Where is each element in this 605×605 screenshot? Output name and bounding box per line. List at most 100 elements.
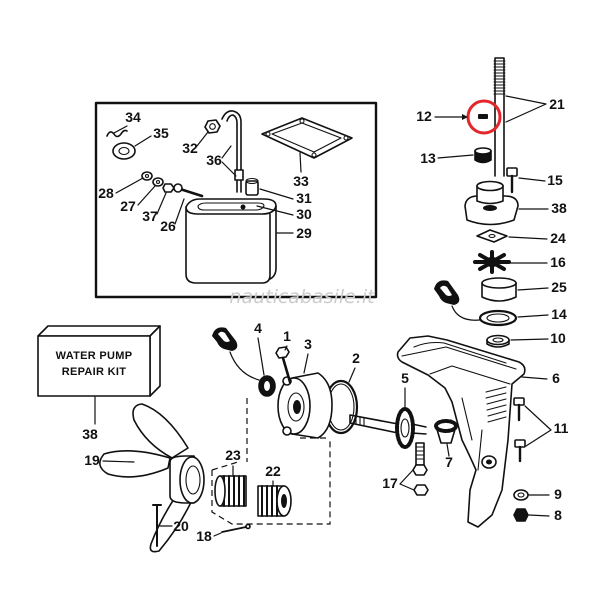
prop-blade-top [132, 403, 189, 459]
part-34-spring [106, 129, 128, 138]
part-16-impeller [473, 250, 511, 274]
plate-hole [311, 152, 317, 158]
callout-33: 33 [293, 173, 309, 189]
bushing-top [474, 147, 492, 155]
nut-hex [204, 119, 221, 134]
leader-28 [115, 177, 144, 194]
dashed-line [211, 438, 331, 525]
callout-8: 8 [554, 507, 562, 523]
leader-25 [517, 287, 549, 291]
leader-34 [113, 125, 128, 134]
ring-inner [486, 313, 510, 323]
gearcase-bore-inner [486, 459, 492, 465]
seal-top [486, 334, 510, 346]
callout-25: 25 [551, 279, 567, 295]
callout-kit-38: 38 [82, 426, 98, 442]
leader-13 [437, 154, 474, 159]
gearcase-plate-inner [413, 341, 507, 364]
part-1-screw [275, 346, 292, 384]
inset-callouts: 34 35 32 36 33 28 27 37 26 31 30 29 [98, 109, 312, 241]
part-20-shear-pin [152, 504, 162, 547]
leader-11 [524, 405, 552, 447]
leader-17 [399, 469, 415, 491]
part-15-screw [506, 167, 518, 194]
callout-1: 1 [283, 328, 291, 344]
tube-inner [226, 114, 238, 193]
clip-highlight [218, 331, 230, 342]
prop-blade-back [99, 450, 171, 478]
shaft-callouts: 12 21 13 15 38 24 16 25 14 10 [416, 96, 567, 346]
bolt-threads [415, 446, 425, 460]
housing-ear [282, 426, 292, 436]
housing-bore [287, 392, 305, 422]
part-36-tube [221, 110, 244, 193]
tank-side [269, 205, 277, 280]
impeller-hub [484, 257, 500, 267]
callout-35: 35 [153, 125, 169, 141]
plate-body [476, 229, 508, 243]
plate-hole [343, 135, 349, 141]
part-38-pump-housing [464, 180, 519, 226]
callout-6: 6 [552, 370, 560, 386]
leader-15 [518, 177, 546, 182]
kit-box-line1: WATER PUMP [56, 350, 133, 362]
gearcase-outline [396, 335, 526, 528]
gearcase-leading-edge [461, 397, 483, 471]
seal-detail-callout-left [212, 327, 260, 381]
part-18-cotter-pin [221, 523, 251, 533]
plate-hole [488, 233, 496, 239]
gearcase-intake-grille [485, 386, 507, 423]
sleeve-top [245, 177, 259, 185]
part-25-liner [481, 277, 517, 302]
housing-hole [293, 400, 301, 414]
part-8-plug [513, 508, 529, 522]
bolt-nut [413, 484, 429, 496]
callout-34: 34 [125, 109, 141, 125]
shaft-stub [411, 423, 427, 435]
part-4-seal [258, 375, 276, 397]
part-6-gearcase [396, 335, 526, 528]
shaft-threads [493, 60, 506, 95]
tube-outer [221, 110, 242, 193]
callout-31: 31 [296, 190, 312, 206]
screw-shank [281, 356, 292, 384]
spring-coil [106, 129, 128, 138]
plug-hex [513, 508, 529, 522]
callout-26: 26 [160, 218, 176, 234]
leader-24 [508, 236, 548, 240]
screw-shank [178, 187, 204, 198]
kit-box-front [37, 335, 151, 397]
gearcase-plate-edge [401, 346, 517, 370]
part-3-bearing-housing [277, 372, 333, 439]
pin-eye [245, 523, 251, 530]
part-22-gear [257, 485, 292, 517]
clip-highlight [440, 285, 452, 296]
callout-37: 37 [142, 208, 158, 224]
callout-22: 22 [265, 463, 281, 479]
washer-ring [141, 171, 153, 181]
leader-7 [446, 443, 450, 457]
leader-4 [257, 337, 265, 376]
callout-3: 3 [304, 336, 312, 352]
impeller-vanes [473, 250, 511, 274]
shaft-rod [349, 414, 399, 434]
callout-32: 32 [182, 140, 198, 156]
washer-ring [152, 177, 164, 187]
part-28-washer [141, 171, 153, 181]
kit-box-top [37, 325, 161, 337]
callout-4: 4 [254, 320, 262, 336]
callout-36: 36 [206, 152, 222, 168]
watermark: nauticabasile.it [229, 286, 376, 308]
tank-opening [197, 202, 265, 211]
callout-19: 19 [84, 452, 100, 468]
part-27-washer [152, 177, 164, 187]
gear-teeth [434, 419, 458, 433]
detail-curve [451, 305, 481, 321]
leader-27 [137, 185, 156, 206]
leader-2 [348, 367, 356, 383]
leader-36 [221, 145, 237, 177]
leader-3 [303, 353, 309, 374]
assembly-dashed-lines [211, 398, 331, 525]
nut-hole [517, 492, 525, 498]
leader-33 [299, 152, 302, 173]
